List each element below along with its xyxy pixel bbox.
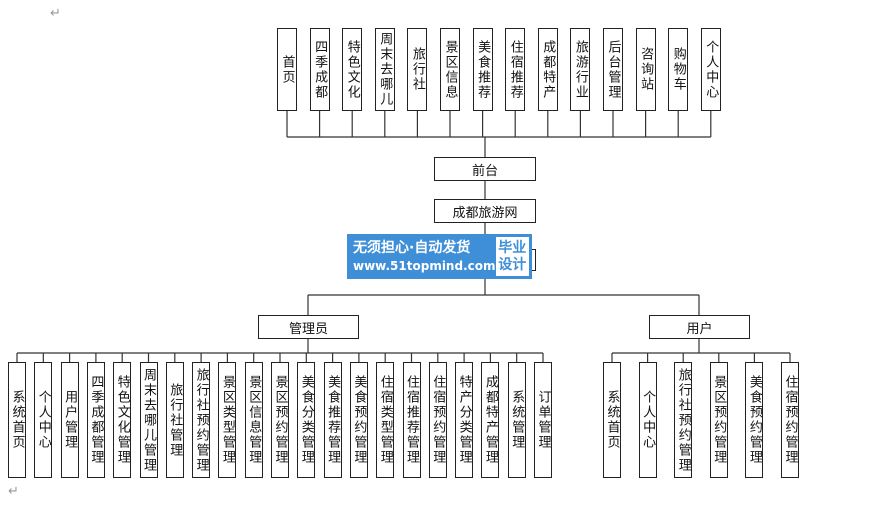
frontend-module-node: 购物车 (668, 28, 689, 111)
admin-module-node-label: 系统首页 (9, 390, 25, 450)
admin-module-node: 成都特产管理 (481, 362, 500, 478)
user-module-node: 景区预约管理 (709, 362, 728, 478)
frontend-module-node-label: 后台管理 (605, 39, 621, 100)
frontend-module-node-label: 个人中心 (703, 39, 719, 100)
admin-module-node-label: 旅行社预约管理 (193, 367, 209, 473)
watermark-badge-line2: 设计 (498, 256, 527, 273)
user-module-node-label: 美食预约管理 (746, 375, 762, 465)
admin-module-node-label: 住宿推荐管理 (404, 375, 419, 465)
frontend-module-node: 旅行社 (407, 28, 428, 111)
admin-module-node: 景区信息管理 (244, 362, 263, 478)
frontend-module-node: 住宿推荐 (505, 28, 526, 111)
admin-module-node: 特产分类管理 (455, 362, 474, 478)
watermark-url: www.51topmind.com (353, 258, 496, 273)
frontend-module-node: 周末去哪儿 (374, 28, 395, 111)
admin-module-node-label: 特产分类管理 (456, 375, 472, 465)
admin-module-node-label: 景区预约管理 (272, 375, 288, 465)
frontend-module-node-label: 景区信息 (442, 39, 458, 100)
user-module-node-label: 个人中心 (640, 390, 656, 450)
admin-module-node-label: 美食推荐管理 (325, 375, 341, 465)
frontend-module-node-label: 购物车 (670, 47, 686, 92)
frontend-module-node: 景区信息 (440, 28, 460, 111)
admin-module-node-label: 景区信息管理 (246, 375, 262, 465)
paragraph-mark-top: ↵ (50, 6, 61, 21)
admin-module-node: 美食预约管理 (349, 362, 368, 478)
user-node: 用户 (649, 315, 750, 339)
admin-module-node-label: 住宿预约管理 (430, 375, 446, 465)
admin-module-node: 系统管理 (507, 362, 526, 478)
admin-module-node: 景区类型管理 (218, 362, 237, 478)
frontend-module-node-label: 成都特产 (540, 39, 556, 100)
user-module-node-label: 系统首页 (604, 390, 620, 450)
frontend-module-node: 旅游行业 (570, 28, 591, 111)
admin-module-node-label: 周末去哪儿管理 (141, 367, 156, 473)
admin-module-node: 旅行社管理 (165, 362, 184, 478)
admin-module-node-label: 景区类型管理 (219, 375, 235, 465)
paragraph-mark-bottom: ↵ (8, 484, 19, 499)
frontend-module-node: 成都特产 (537, 28, 558, 111)
admin-module-node: 用户管理 (60, 362, 79, 478)
admin-module-node-label: 住宿类型管理 (377, 375, 393, 465)
user-module-node: 美食预约管理 (745, 362, 764, 478)
admin-module-node: 景区预约管理 (271, 362, 289, 478)
frontend-module-node: 后台管理 (603, 28, 623, 111)
user-module-node: 旅行社预约管理 (674, 362, 693, 478)
user-module-node: 住宿预约管理 (781, 362, 799, 478)
user-module-node: 系统首页 (603, 362, 621, 478)
frontend-module-node-label: 特色文化 (344, 39, 360, 100)
admin-module-node: 旅行社预约管理 (192, 362, 211, 478)
admin-module-node-label: 用户管理 (62, 390, 78, 450)
user-module-node: 个人中心 (638, 362, 657, 478)
admin-module-node: 特色文化管理 (113, 362, 132, 478)
admin-module-node-label: 四季成都管理 (88, 375, 104, 465)
admin-module-node: 四季成都管理 (86, 362, 105, 478)
frontend-module-node: 特色文化 (342, 28, 363, 111)
watermark-banner: 无须担心·自动发货 www.51topmind.com 毕业 设计 (347, 234, 532, 279)
admin-module-node-label: 成都特产管理 (482, 375, 498, 465)
user-module-node-label: 景区预约管理 (711, 375, 727, 465)
watermark-slogan: 无须担心·自动发货 (353, 239, 471, 256)
frontend-module-node: 美食推荐 (472, 28, 493, 111)
admin-module-node-label: 系统管理 (509, 390, 525, 450)
frontend-module-node-label: 四季成都 (312, 39, 328, 100)
admin-module-node: 住宿推荐管理 (402, 362, 421, 478)
admin-module-node: 个人中心 (34, 362, 53, 478)
admin-module-node: 周末去哪儿管理 (139, 362, 158, 478)
admin-module-node: 订单管理 (534, 362, 552, 478)
frontend-module-node: 四季成都 (309, 28, 330, 111)
watermark-badge-line1: 毕业 (498, 239, 527, 256)
user-module-node-label: 旅行社预约管理 (675, 367, 691, 473)
admin-module-node: 住宿预约管理 (428, 362, 447, 478)
user-module-node-label: 住宿预约管理 (782, 375, 798, 465)
frontend-node: 前台 (434, 157, 536, 181)
admin-module-node: 住宿类型管理 (376, 362, 395, 478)
admin-module-node-label: 特色文化管理 (114, 375, 130, 465)
frontend-module-node: 个人中心 (700, 28, 721, 111)
admin-module-node-label: 美食分类管理 (298, 375, 314, 465)
admin-module-node: 美食分类管理 (297, 362, 316, 478)
frontend-module-node: 咨询站 (635, 28, 656, 111)
admin-module-node-label: 美食预约管理 (351, 375, 367, 465)
frontend-module-node-label: 首页 (279, 54, 295, 85)
admin-module-node-label: 旅行社管理 (167, 382, 183, 458)
frontend-module-node-label: 美食推荐 (475, 39, 491, 100)
admin-module-node-label: 个人中心 (35, 390, 51, 450)
watermark-badge: 毕业 设计 (495, 237, 529, 276)
root-node: 成都旅游网 (434, 199, 536, 223)
admin-module-node: 系统首页 (8, 362, 26, 478)
admin-module-node-label: 订单管理 (535, 390, 551, 450)
admin-node: 管理员 (258, 315, 359, 339)
frontend-module-node-label: 周末去哪儿 (377, 32, 393, 107)
frontend-module-node-label: 旅行社 (409, 47, 425, 92)
frontend-module-node-label: 咨询站 (638, 47, 654, 92)
frontend-module-node-label: 住宿推荐 (507, 39, 523, 100)
admin-module-node: 美食推荐管理 (323, 362, 342, 478)
frontend-module-node: 首页 (277, 28, 297, 111)
frontend-module-node-label: 旅游行业 (572, 39, 588, 100)
